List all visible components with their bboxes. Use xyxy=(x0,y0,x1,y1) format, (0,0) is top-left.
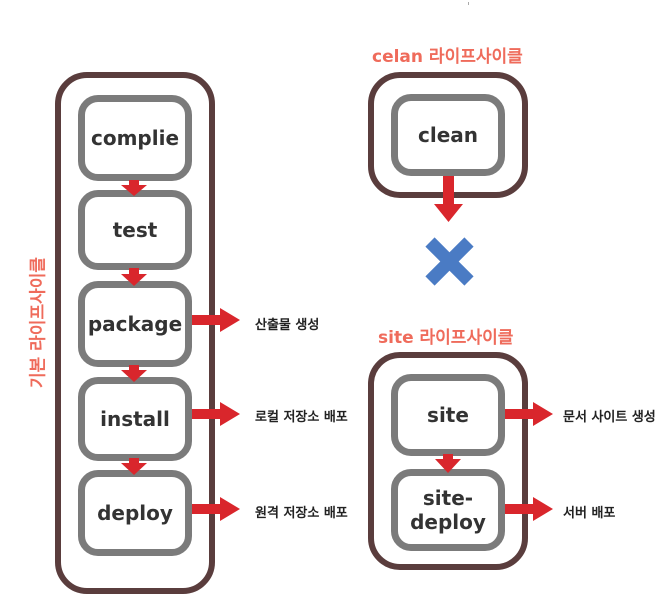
package-output-label: 산출물 생성 xyxy=(255,318,320,333)
site-output-label: 문서 사이트 생성 xyxy=(563,410,656,425)
site-lifecycle-title: site 라이프사이클 xyxy=(378,328,514,348)
stage-site: site xyxy=(391,374,505,456)
right-arrow-icon xyxy=(505,402,553,426)
stage-install: install xyxy=(78,377,192,461)
right-arrow-icon xyxy=(192,402,240,426)
down-arrow-icon xyxy=(434,176,463,222)
stage-package: package xyxy=(78,281,192,367)
deploy-output-label: 원격 저장소 배포 xyxy=(255,506,348,521)
right-arrow-icon xyxy=(192,497,240,521)
clean-lifecycle-title: celan 라이프사이클 xyxy=(372,47,523,67)
stage-test: test xyxy=(78,190,192,270)
site-deploy-output-label: 서버 배포 xyxy=(563,506,616,521)
down-arrow-icon xyxy=(121,365,147,382)
stage-clean: clean xyxy=(391,94,505,176)
right-arrow-icon xyxy=(192,308,240,332)
down-arrow-icon xyxy=(121,180,147,196)
cross-icon xyxy=(425,237,474,286)
down-arrow-icon xyxy=(121,268,147,286)
stage-site-deploy: site- deploy xyxy=(391,469,505,551)
down-arrow-icon xyxy=(121,458,147,475)
top-tick-mark xyxy=(468,2,469,5)
install-output-label: 로컬 저장소 배포 xyxy=(255,410,348,425)
down-arrow-icon xyxy=(435,454,461,473)
stage-complie: complie xyxy=(78,95,192,181)
right-arrow-icon xyxy=(505,497,553,521)
